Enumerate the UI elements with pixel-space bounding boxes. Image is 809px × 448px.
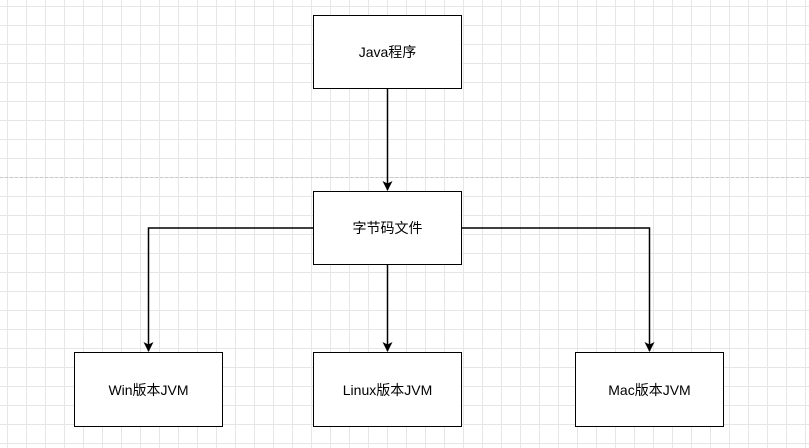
node-mac-jvm[interactable]: Mac版本JVM [575, 352, 724, 427]
edge-bytecode-to-mac [462, 227, 655, 352]
node-label: 字节码文件 [352, 220, 423, 236]
node-linux-jvm[interactable]: Linux版本JVM [313, 352, 462, 427]
node-label: Mac版本JVM [608, 381, 691, 398]
node-label: Java程序 [358, 44, 417, 60]
node-label: Linux版本JVM [342, 381, 433, 398]
node-java-program[interactable]: Java程序 [313, 15, 462, 89]
node-label: Win版本JVM [108, 381, 189, 398]
node-bytecode-file[interactable]: 字节码文件 [313, 191, 462, 265]
node-win-jvm[interactable]: Win版本JVM [74, 352, 223, 427]
page-break-line [0, 177, 809, 178]
edge-bytecode-to-win [143, 227, 313, 352]
